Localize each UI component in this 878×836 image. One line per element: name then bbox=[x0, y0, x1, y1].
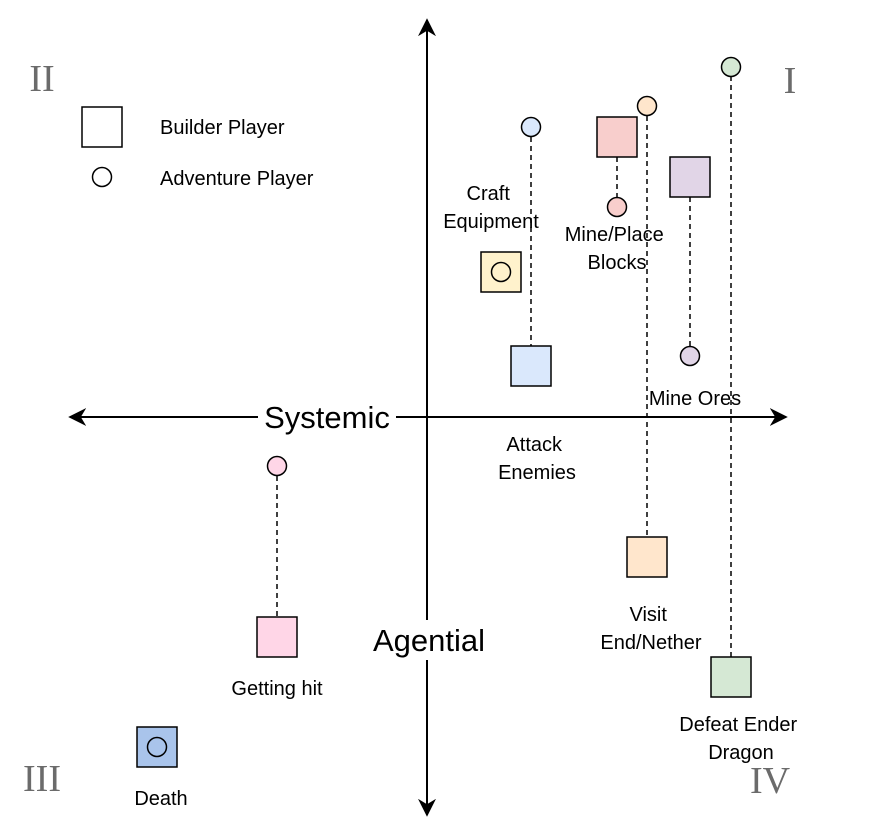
craft-equipment-label: Craft Equipment bbox=[443, 183, 539, 233]
legend-builder-label: Builder Player bbox=[160, 117, 285, 139]
mine-ores-label: Mine Ores bbox=[649, 388, 741, 410]
getting-hit-label: Getting hit bbox=[231, 678, 323, 700]
defeat-ender-dragon-label-line-2: Dragon bbox=[708, 742, 774, 764]
getting-hit-builder-square bbox=[256, 616, 298, 658]
death-label: Death bbox=[134, 788, 187, 810]
horizontal-axis-label: Systemic bbox=[264, 400, 390, 435]
visit-end-nether-label: Visit End/Nether bbox=[600, 604, 702, 654]
item-visit-end-nether: Visit End/Nether bbox=[600, 95, 702, 654]
item-defeat-ender-dragon: Defeat Ender Dragon bbox=[679, 56, 802, 764]
legend: Builder Player Adventure Player bbox=[81, 106, 314, 190]
mine-ores-adventure-circle bbox=[679, 345, 701, 367]
visit-end-nether-label-line-2: End/Nether bbox=[600, 632, 702, 654]
horizontal-axis-label-bg bbox=[258, 398, 396, 436]
item-craft-equipment: Craft Equipment bbox=[443, 183, 539, 293]
vertical-axis-label-bg bbox=[364, 620, 492, 660]
item-mine-ores: Mine Ores bbox=[649, 156, 741, 410]
defeat-ender-dragon-label: Defeat Ender Dragon bbox=[679, 714, 802, 764]
legend-adventure-label: Adventure Player bbox=[160, 168, 314, 190]
getting-hit-adventure-circle bbox=[266, 455, 288, 477]
quadrant-1-label: I bbox=[784, 60, 797, 102]
item-getting-hit: Getting hit bbox=[231, 455, 323, 700]
visit-end-nether-label-line-1: Visit bbox=[630, 604, 668, 626]
item-attack-enemies: Attack Enemies bbox=[498, 116, 576, 484]
legend-adventure-circle-icon bbox=[91, 166, 113, 188]
legend-builder-square-icon bbox=[81, 106, 123, 148]
attack-enemies-builder-square bbox=[510, 345, 552, 387]
visit-end-nether-builder-square bbox=[626, 536, 668, 578]
craft-equipment-label-line-1: Craft bbox=[467, 183, 511, 205]
quadrant-2-label: II bbox=[29, 58, 54, 100]
item-death: Death bbox=[134, 726, 188, 810]
mine-place-blocks-label-line-2: Blocks bbox=[588, 252, 647, 274]
attack-enemies-label-line-1: Attack bbox=[506, 434, 563, 456]
defeat-ender-dragon-label-line-1: Defeat Ender bbox=[679, 714, 797, 736]
attack-enemies-adventure-circle bbox=[520, 116, 542, 138]
visit-end-nether-adventure-circle bbox=[636, 95, 658, 117]
death-adventure-circle bbox=[146, 736, 168, 758]
attack-enemies-label-line-2: Enemies bbox=[498, 462, 576, 484]
craft-equipment-adventure-circle bbox=[490, 261, 512, 283]
vertical-axis-label: Agential bbox=[373, 623, 485, 658]
quadrant-3-label: III bbox=[23, 758, 61, 800]
mine-place-blocks-label: Mine/Place Blocks bbox=[565, 224, 670, 274]
mine-ores-builder-square bbox=[669, 156, 711, 198]
craft-equipment-label-line-2: Equipment bbox=[443, 211, 539, 233]
quadrant-4-label: IV bbox=[750, 760, 791, 802]
mine-place-blocks-builder-square bbox=[596, 116, 638, 158]
mine-place-blocks-adventure-circle bbox=[606, 196, 628, 218]
attack-enemies-label: Attack Enemies bbox=[498, 434, 576, 484]
mine-place-blocks-label-line-1: Mine/Place bbox=[565, 224, 664, 246]
item-mine-place-blocks: Mine/Place Blocks bbox=[565, 116, 670, 274]
defeat-ender-dragon-adventure-circle bbox=[720, 56, 742, 78]
defeat-ender-dragon-builder-square bbox=[710, 656, 752, 698]
